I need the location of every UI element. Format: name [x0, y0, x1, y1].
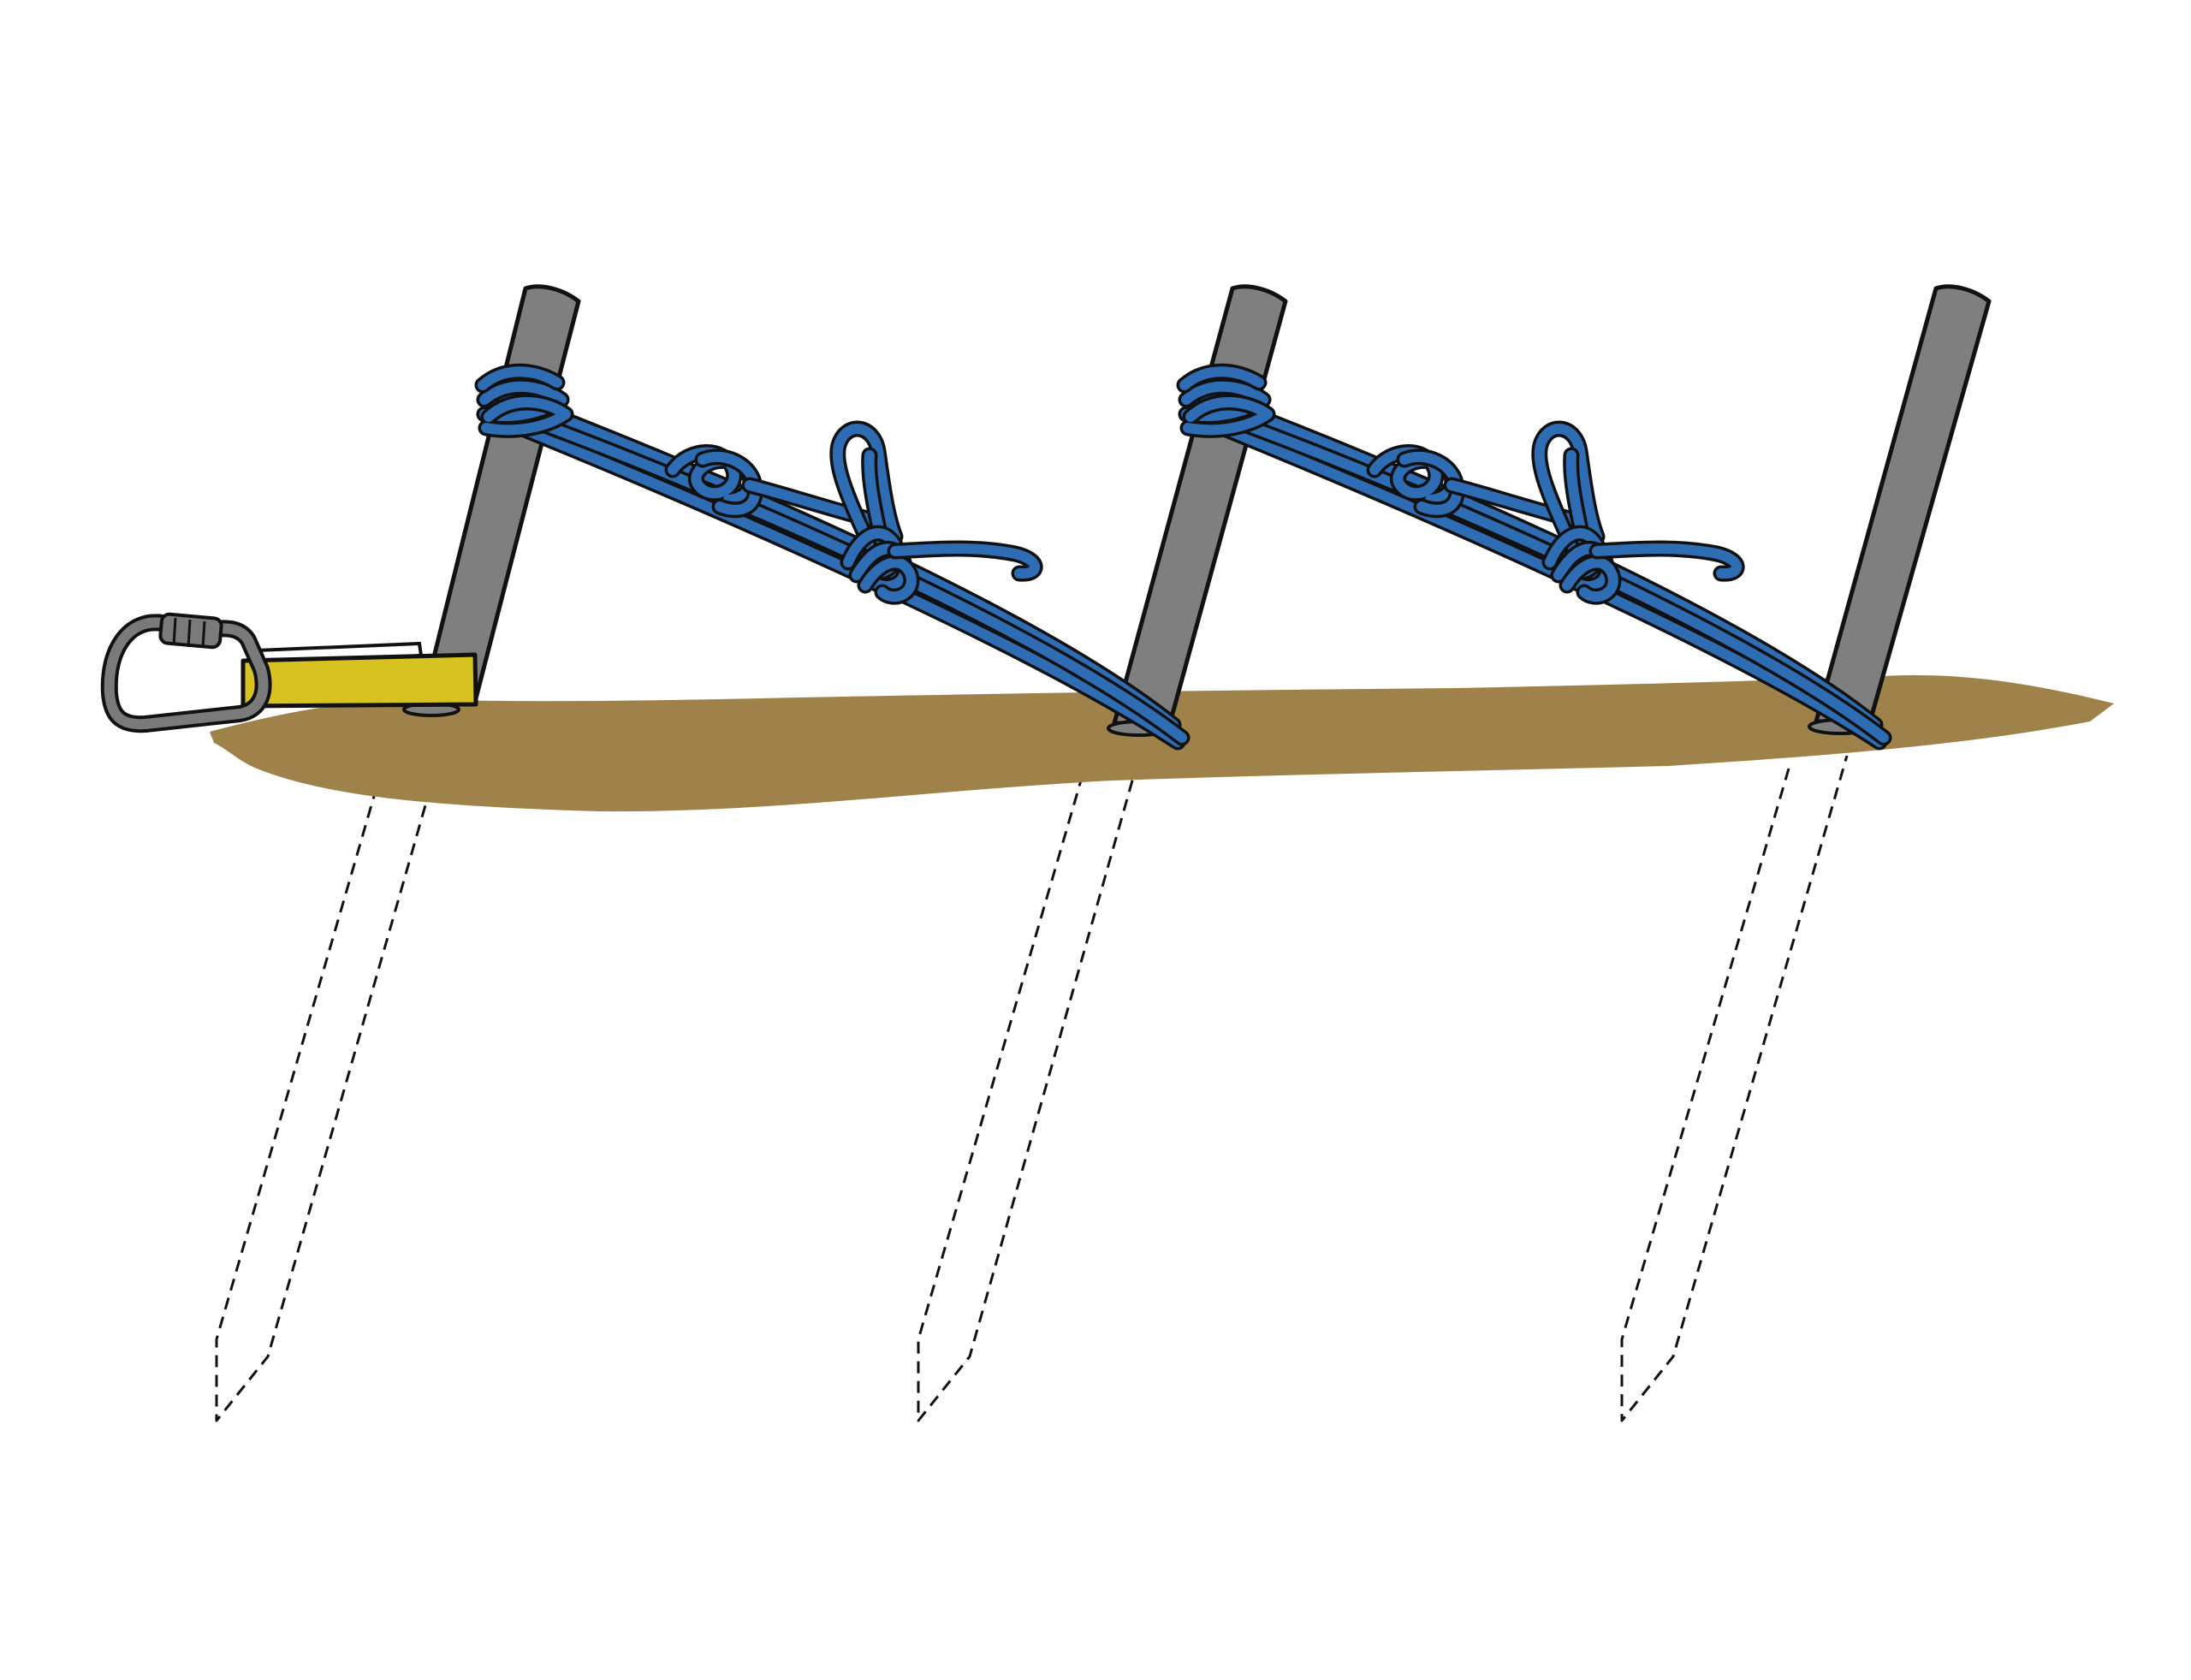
stake-1: [420, 284, 581, 704]
stake-2: [1112, 284, 1288, 726]
lashing-2-strand-6: [1183, 397, 1273, 436]
carabiner-icon: [100, 612, 272, 733]
lashing-2-strand-7: [1179, 366, 1264, 390]
sling-body: [240, 652, 478, 709]
carabiner-lock-ridge-2: [187, 619, 192, 648]
rope-icon: [474, 363, 1892, 751]
lashing-1-strand-16: [890, 543, 1041, 579]
lashing-2-strand-5: [1181, 381, 1268, 421]
lashing-2: [1176, 363, 1892, 751]
sling-icon: [240, 641, 478, 709]
lashing-1-strand-15: [860, 557, 917, 603]
lashing-2-strand-11: [1534, 424, 1602, 550]
carabiner-lock-ridge-3: [201, 620, 206, 649]
buried-stake-2: [917, 774, 1136, 1422]
buried-stake-1: [215, 787, 432, 1422]
ground-icon: [210, 675, 2114, 812]
lashing-1-strand-11: [832, 424, 900, 550]
buried-stake-3: [1620, 755, 1849, 1422]
lashing-1-strand-5: [479, 381, 567, 421]
lashing-1-strand-7: [478, 366, 562, 390]
carabiner-lock-sleeve: [158, 612, 223, 650]
buried-stake-outlines: [215, 755, 1849, 1422]
carabiner-lock-ridge-1: [172, 617, 177, 646]
stake-3: [1814, 284, 1992, 724]
lashing-2-strand-15: [1562, 557, 1618, 603]
lashing-1: [474, 363, 1191, 751]
lashing-2-strand-16: [1592, 543, 1743, 579]
lashing-1-strand-6: [481, 397, 571, 436]
carabiner-body-fill: [104, 617, 269, 730]
